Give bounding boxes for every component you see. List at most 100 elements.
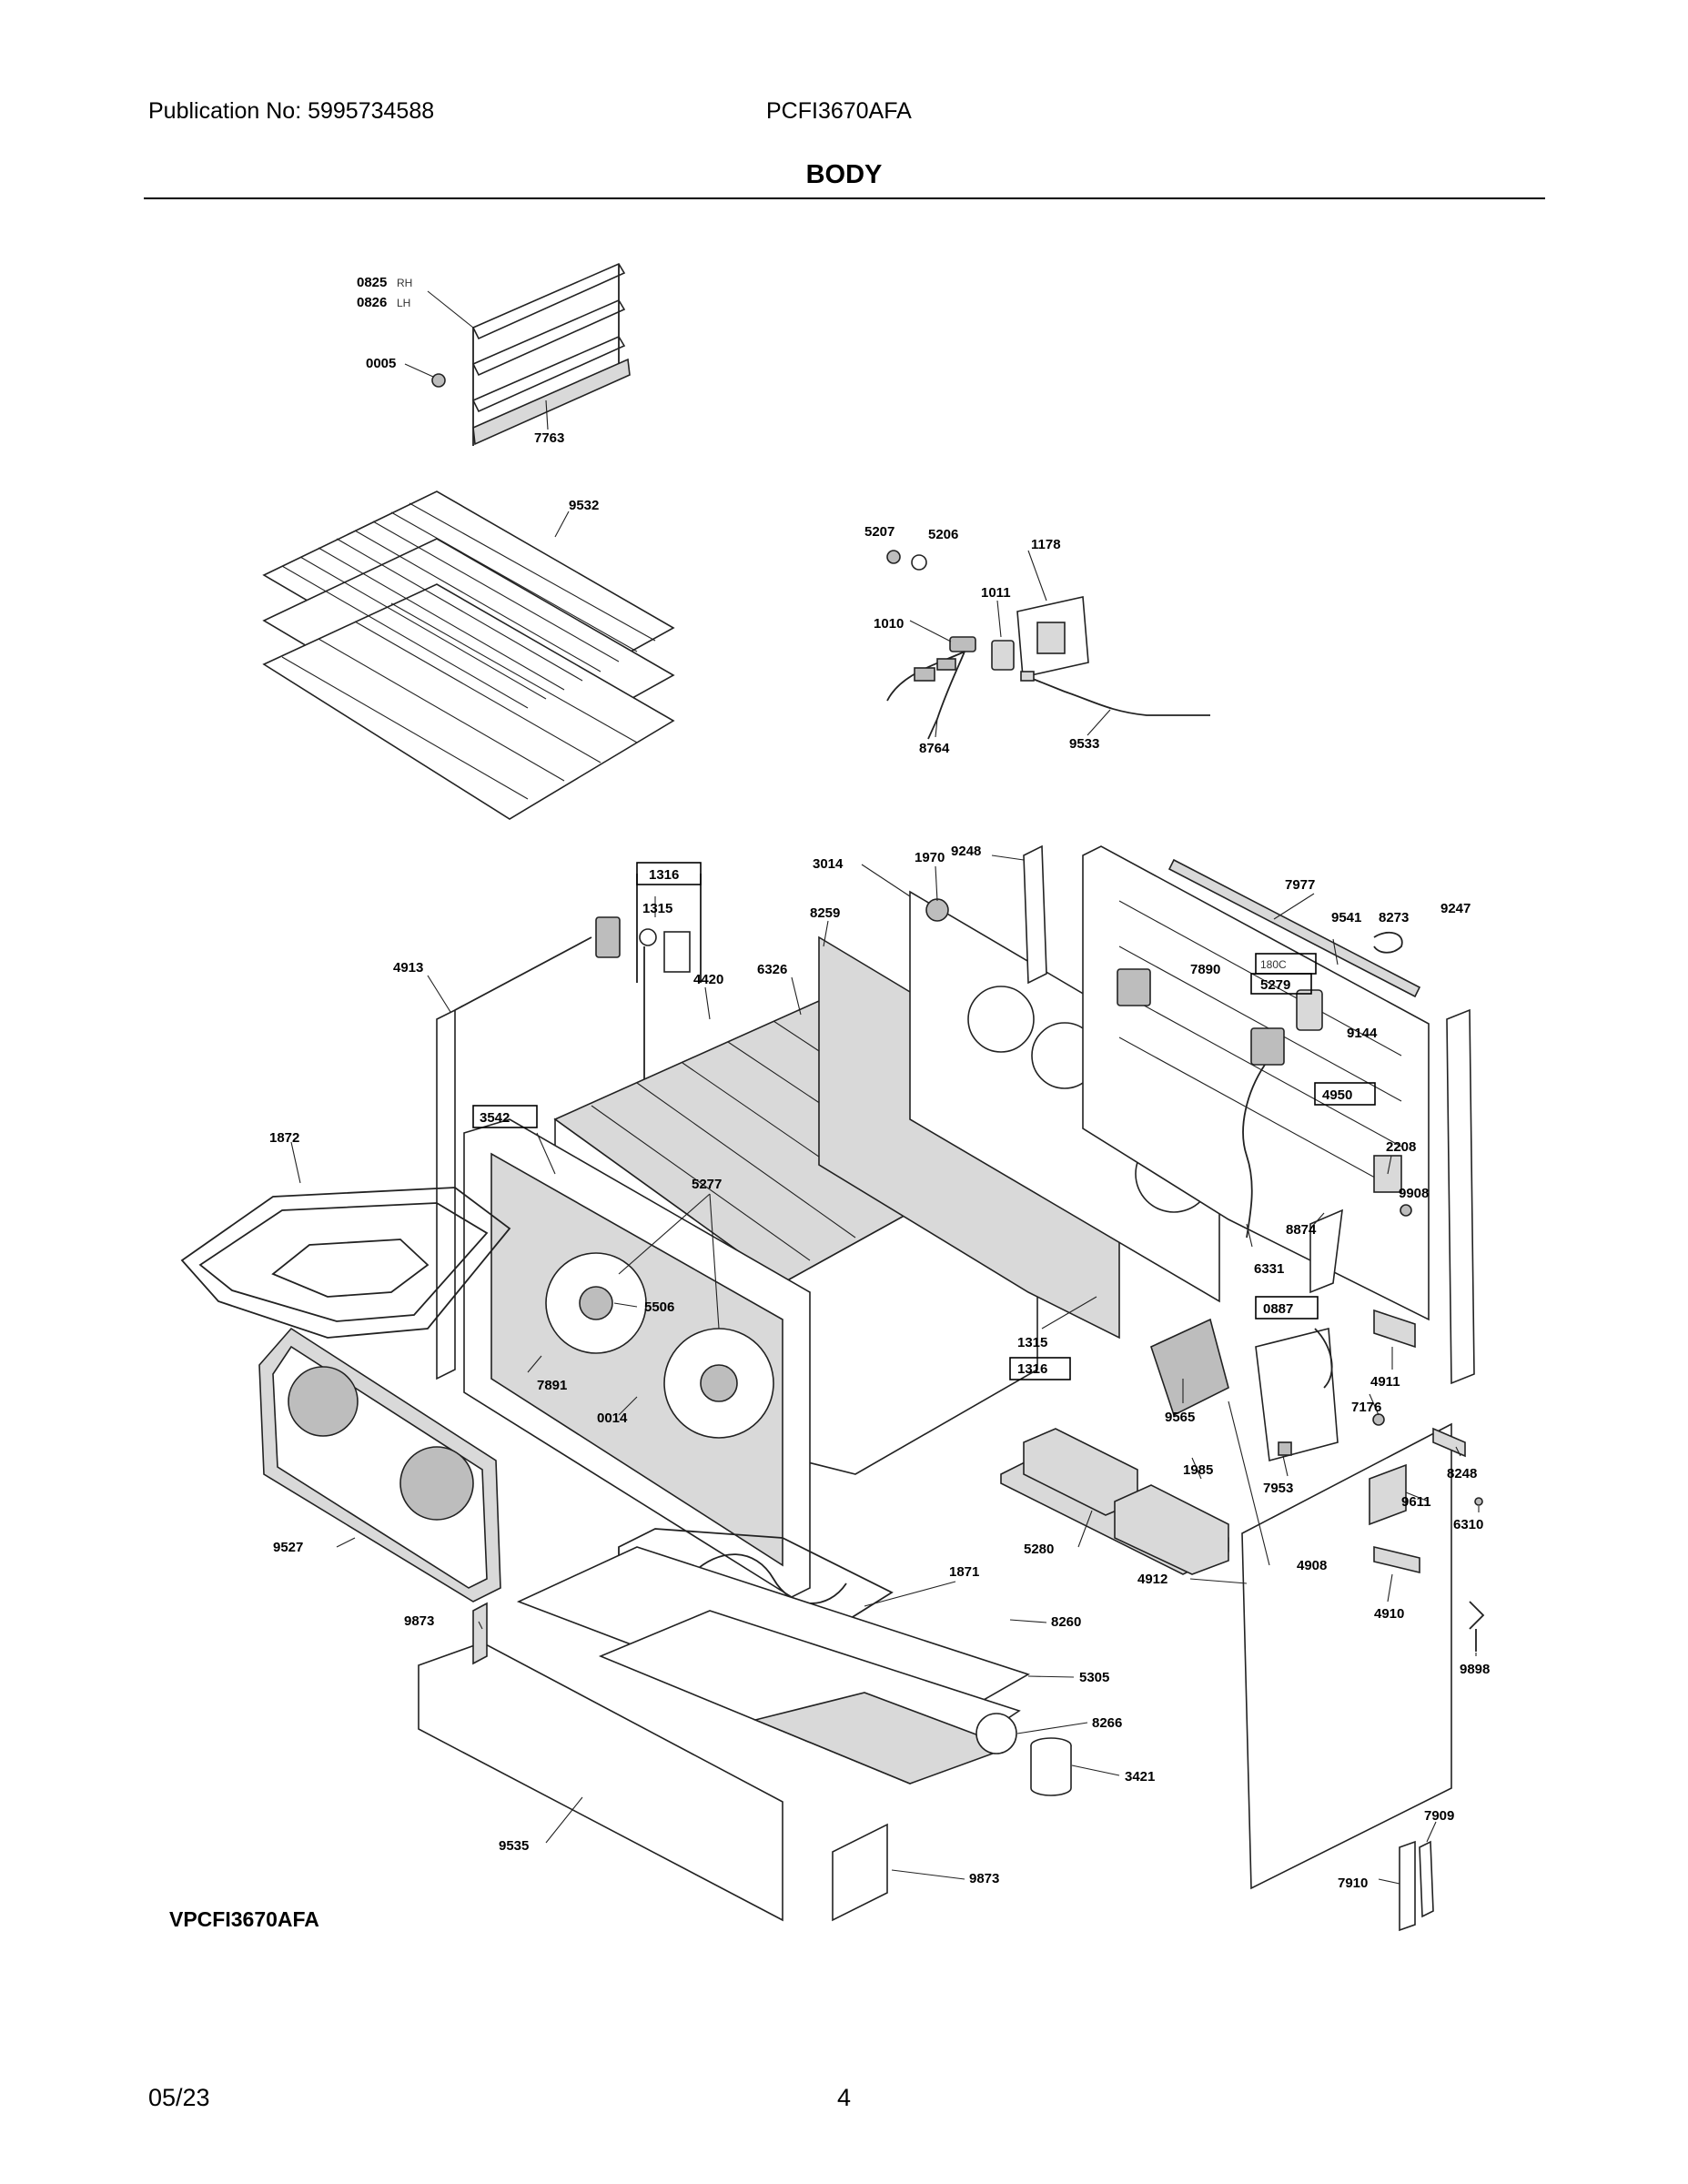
leg-7909 [1419,1840,1434,1918]
callout-labels: 0825 RH 0826 LH 0005 7763 9532 5207 5206… [269,275,1490,1891]
callout-8266: 8266 [1092,1715,1122,1731]
callout-4908: 4908 [1297,1558,1327,1573]
callout-0005: 0005 [366,356,396,371]
callout-7977: 7977 [1285,877,1315,893]
callout-1010: 1010 [874,616,904,632]
callout-8260: 8260 [1051,1614,1081,1630]
control-board-9565 [1150,1318,1229,1417]
rack-support-rails [471,262,631,446]
callout-8259: 8259 [810,905,840,921]
callout-9565: 9565 [1165,1410,1195,1425]
callout-4420: 4420 [693,972,723,987]
callout-2208: 2208 [1386,1139,1416,1155]
bottom-pan-5305 [516,1546,1030,1785]
callout-9144: 9144 [1347,1026,1378,1041]
callout-0825: 0825 [357,275,387,290]
callout-9532: 9532 [569,498,599,513]
callout-5207: 5207 [864,524,895,540]
connector-1010 [949,636,976,652]
callout-1315-top: 1315 [642,901,672,916]
block-9144 [1296,989,1323,1031]
callout-9898: 9898 [1460,1662,1490,1677]
callout-180c: 180C [1260,958,1287,971]
callout-9527: 9527 [273,1540,303,1555]
callout-1871: 1871 [949,1564,979,1580]
callout-1316-bottom: 1316 [1017,1361,1047,1377]
callout-9541: 9541 [1331,910,1361,925]
callout-8874: 8874 [1286,1222,1317,1238]
leg-7910 [1399,1840,1416,1932]
grommet-1970 [925,898,949,922]
callout-1970: 1970 [915,850,945,865]
front-frame-3542 [463,1118,811,1598]
switch-1011 [991,640,1015,671]
callout-7176: 7176 [1351,1400,1381,1415]
callout-boxes [472,862,1376,1380]
callout-4950: 4950 [1322,1087,1352,1103]
callout-0826-side: LH [397,297,410,309]
callout-9535: 9535 [499,1838,529,1854]
back-wall-7977 [1082,845,1430,1321]
callout-4911: 4911 [1370,1374,1400,1390]
callout-5506: 5506 [644,1299,674,1315]
model-number: PCFI3670AFA [766,98,912,124]
screw-0005 [431,373,446,388]
filter-3421 [1030,1737,1072,1796]
callout-9908: 9908 [1399,1186,1429,1201]
relay-7890 [1117,968,1151,1006]
leader-lines [290,290,1480,1885]
callout-3542: 3542 [480,1110,510,1126]
lamp-assembly-1316 [595,916,691,973]
blocks-5280 [1023,1428,1229,1575]
callout-1316-top: 1316 [649,867,679,883]
callout-0825-side: RH [397,277,412,289]
vent-9611 [1369,1463,1407,1526]
callout-9533: 9533 [1069,736,1099,752]
callout-7953: 7953 [1263,1481,1293,1496]
clip-8273 [1373,931,1403,954]
callout-8248: 8248 [1447,1466,1477,1481]
wire-harness-8764 [886,651,965,740]
fastener-7176 [1372,1413,1385,1426]
callout-5277: 5277 [692,1177,722,1192]
callout-5305: 5305 [1079,1670,1109,1685]
callout-6331: 6331 [1254,1261,1284,1277]
bake-element-1872 [180,1187,511,1339]
screw-6310 [1474,1497,1483,1506]
washer-5206 [911,554,927,571]
board-0887 [1255,1327,1339,1462]
callout-4910: 4910 [1374,1606,1404,1622]
callout-6326: 6326 [757,962,787,977]
callout-9873-top: 9873 [404,1613,434,1629]
burner-8266 [975,1713,1017,1754]
callout-3421: 3421 [1125,1769,1155,1785]
callout-5206: 5206 [928,527,958,542]
callout-3014: 3014 [813,856,844,872]
fastener-7953 [1278,1441,1292,1456]
rail-9541 [1167,858,1421,998]
wiring-6331 [1242,1064,1266,1239]
publication-number: Publication No: 5995734588 [148,98,435,124]
header-divider [144,197,1545,199]
leveler-9898 [1469,1601,1485,1652]
publication-date: 05/23 [148,2084,210,2111]
nut-5207 [886,550,901,564]
kickplate-9535 [418,1642,888,1922]
sensor-probe-9533 [1020,671,1210,716]
callout-6310: 6310 [1453,1517,1483,1532]
callout-1315-bottom: 1315 [1017,1335,1047,1350]
callout-5279: 5279 [1260,977,1290,993]
callout-9611: 9611 [1401,1494,1431,1510]
callout-9247: 9247 [1440,901,1471,916]
callout-1985: 1985 [1183,1462,1213,1478]
door-trim-4913 [436,936,592,1380]
callout-7910: 7910 [1338,1876,1368,1891]
clip-9908 [1400,1204,1412,1217]
bracket-9248 [1023,844,1047,985]
callout-7890: 7890 [1190,962,1220,977]
clip-9873 [472,1602,488,1665]
side-bracket-9247 [1446,1008,1475,1385]
callout-0826: 0826 [357,295,387,310]
callout-0014: 0014 [597,1410,628,1426]
